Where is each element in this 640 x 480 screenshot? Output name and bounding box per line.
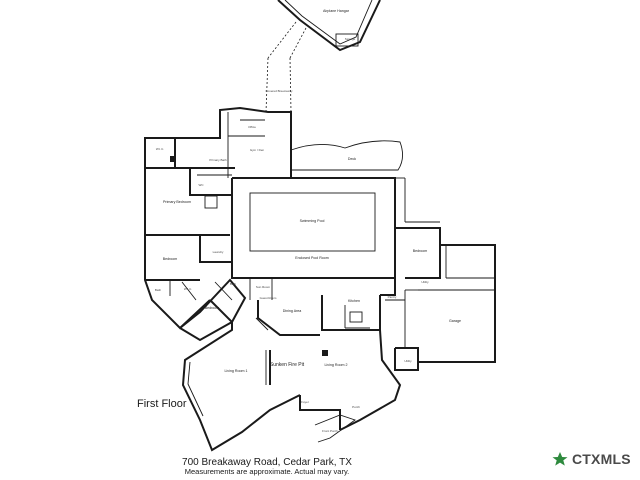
room-label-swimming-pool: Swimming Pool	[300, 219, 325, 223]
dining-kitchen: Dining Area Kitchen	[255, 295, 381, 336]
room-label-wc: WC	[199, 183, 205, 187]
measurement-disclaimer: Measurements are approximate. Actual may…	[184, 467, 350, 476]
enclosed-pool-room: Swimming Pool Enclosed Pool Room	[231, 177, 406, 279]
sun-guest: Sun Room Guest Room	[249, 278, 277, 300]
room-label-kitchen: Kitchen	[348, 299, 360, 303]
room-label-airplane-hangar: Airplane Hangar	[323, 9, 350, 13]
room-label-utility-lower: Utility	[404, 359, 412, 363]
room-label-bedroom-lower: Bedroom	[205, 306, 220, 310]
deck: Deck	[290, 140, 403, 171]
airplane-hangar: Airplane Hangar Storage	[277, 0, 381, 52]
lower-utility: Utility	[394, 348, 419, 371]
room-label-front-porch: Front Porch	[322, 429, 338, 433]
room-label-hall-bath: Bath	[230, 282, 237, 286]
room-label-sunken-fire-pit: Sunken Fire Pit	[270, 362, 305, 368]
room-label-deck: Deck	[348, 157, 356, 161]
room-label-guest-room: Guest Room	[260, 296, 277, 300]
room-label-living-room-1: Living Room 1	[225, 369, 248, 373]
room-label-bedroom-right: Bedroom	[413, 249, 428, 253]
room-label-utility: Utility	[421, 280, 429, 284]
right-bedroom: Bedroom	[394, 221, 441, 279]
room-label-covered-breezeway: Covered Breezeway	[265, 89, 293, 93]
room-label-wic-left: W.I.C.	[184, 287, 192, 291]
room-label-dining-area: Dining Area	[283, 309, 302, 313]
room-label-gym-den: Gym / Den	[250, 148, 265, 152]
room-label-pantry: Pantry	[388, 295, 397, 299]
room-label-enclosed-pool-room: Enclosed Pool Room	[295, 256, 329, 260]
living-areas: Living Room 1 Sunken Fire Pit Living Roo…	[181, 299, 402, 452]
floor-label: First Floor	[137, 398, 187, 410]
room-label-garage: Garage	[449, 319, 461, 323]
room-label-bath-left: Bath	[155, 288, 162, 292]
room-label-bedroom-left: Bedroom	[163, 257, 178, 261]
room-label-sunroom: Sun Room	[256, 285, 271, 289]
left-bedroom-wing: Bedroom Bath W.I.C.	[144, 235, 211, 330]
room-label-living-room-2: Living Room 2	[325, 363, 348, 367]
brand-name: CTXMLS	[572, 451, 631, 467]
room-label-wic: W.I.C.	[156, 147, 164, 151]
ctxmls-logo: CTXMLS	[550, 451, 631, 467]
property-address: 700 Breakaway Road, Cedar Park, TX	[182, 457, 352, 468]
room-label-porch: Porch	[352, 405, 360, 409]
entry: Foyer Porch Front Porch	[299, 395, 360, 443]
room-label-laundry: Laundry	[213, 250, 224, 254]
room-label-storage-top: Storage	[345, 37, 356, 41]
primary-suite-upper: W.I.C. Primary Bath Office Gym / Den	[144, 106, 292, 178]
room-label-office: Office	[248, 125, 256, 129]
room-label-foyer: Foyer	[301, 400, 309, 404]
room-label-primary-bath: Primary Bath	[209, 158, 227, 162]
lower-bedroom: Bath Bedroom	[179, 278, 247, 342]
texas-star-icon	[552, 452, 568, 466]
room-label-primary-bedroom: Primary Bedroom	[163, 200, 191, 204]
pantry-utility: Pantry Utility	[380, 278, 429, 301]
primary-bedroom: WC Primary Bedroom	[144, 168, 232, 236]
garage: Garage	[395, 244, 496, 363]
covered-breezeway: Covered Breezeway	[265, 21, 307, 113]
laundry: Laundry	[199, 235, 232, 263]
